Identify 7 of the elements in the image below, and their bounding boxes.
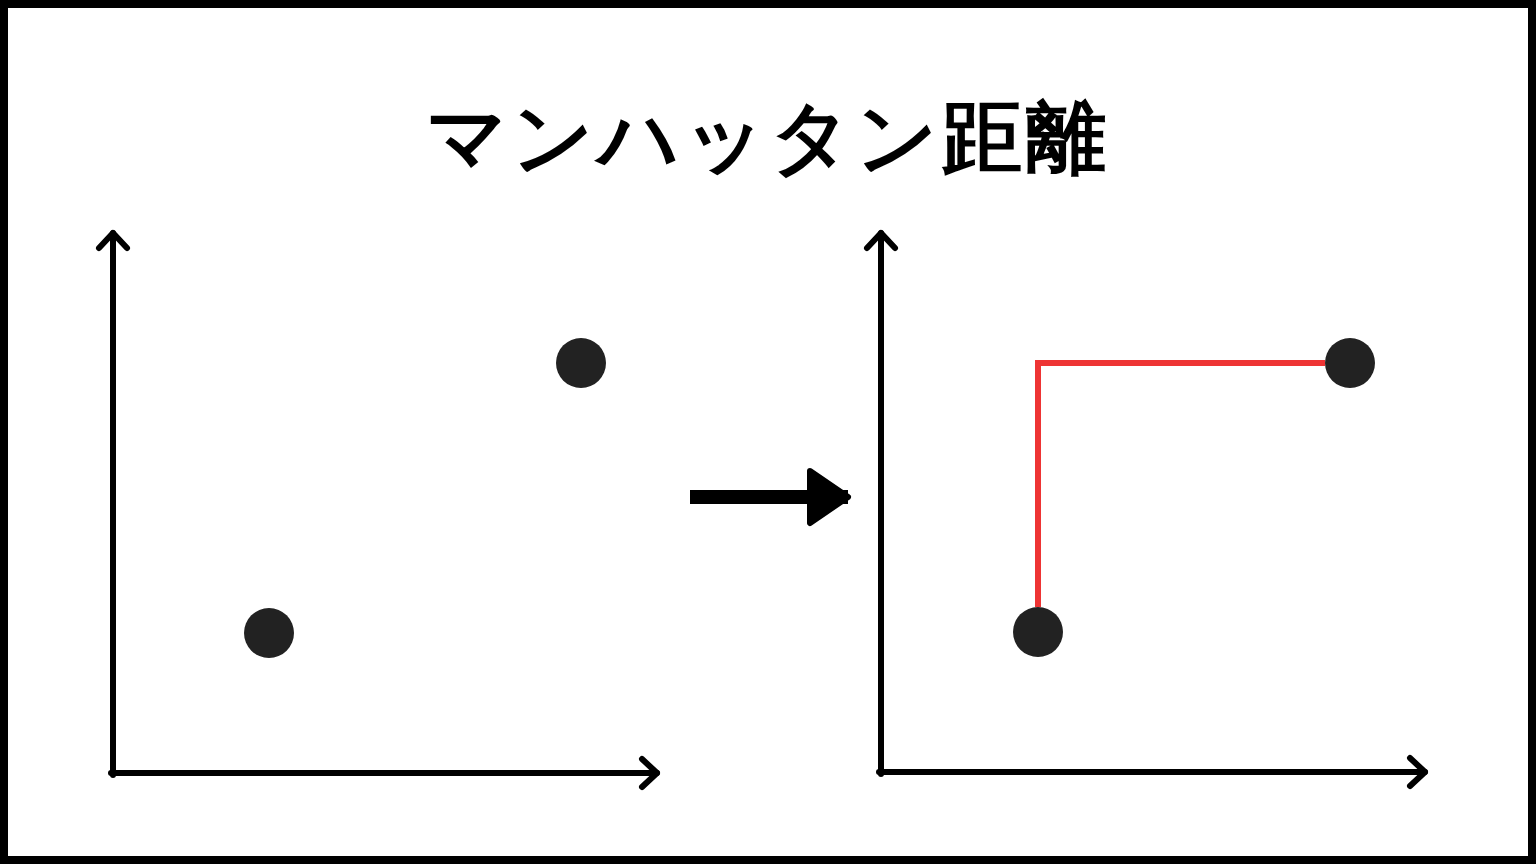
- dot: [1325, 338, 1375, 388]
- dot: [1013, 607, 1063, 657]
- path-line: [1035, 360, 1325, 607]
- arrow: [690, 468, 851, 526]
- dot: [244, 608, 294, 658]
- title: マンハッタン距離: [425, 90, 1111, 186]
- dot: [556, 338, 606, 388]
